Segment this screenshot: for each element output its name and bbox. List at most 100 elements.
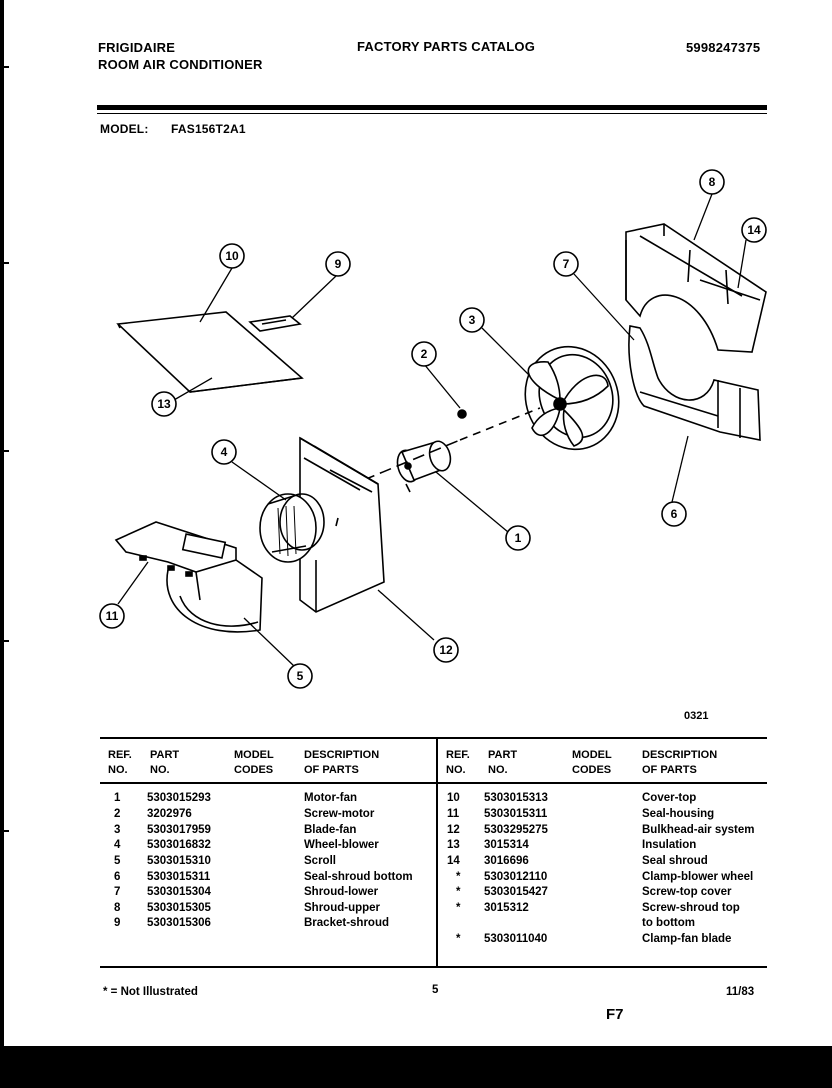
col-head-ref-left: REF.NO. <box>108 749 132 776</box>
part-description: Screw-motor <box>304 808 375 820</box>
model-label: MODEL: <box>100 122 149 136</box>
table-header-rule <box>100 782 767 784</box>
ref-no: 8 <box>114 902 121 914</box>
part-no: 5303015427 <box>484 886 548 898</box>
svg-text:12: 12 <box>439 643 453 657</box>
part-description: Motor-fan <box>304 792 358 804</box>
part-no: 5303015313 <box>484 792 548 804</box>
svg-text:11: 11 <box>106 609 119 623</box>
ref-no: * <box>456 871 461 883</box>
part-description: Shroud-upper <box>304 902 381 914</box>
part-no: 5303015293 <box>147 792 211 804</box>
svg-text:8: 8 <box>709 175 716 189</box>
part-description: Cover-top <box>642 792 697 804</box>
part-no: 5303015311 <box>147 871 211 883</box>
callout-5: 5 <box>287 663 313 689</box>
svg-text:9: 9 <box>335 257 342 271</box>
callout-10: 10 <box>219 243 245 269</box>
ref-no: 12 <box>447 824 460 836</box>
part-description: Screw-shroud top <box>642 902 740 914</box>
callout-13: 13 <box>151 391 177 417</box>
model-value: FAS156T2A1 <box>171 122 246 136</box>
svg-text:3: 3 <box>469 313 476 327</box>
ref-no: 11 <box>447 808 460 820</box>
section-code: F7 <box>606 1006 624 1023</box>
ref-no: 5 <box>114 855 121 867</box>
ref-no: 10 <box>447 792 460 804</box>
part-description: Shroud-lower <box>304 886 379 898</box>
catalog-number: 5998247375 <box>686 40 761 55</box>
screw-motor-part <box>457 409 467 419</box>
callout-1: 1 <box>505 525 531 551</box>
cover-top-part <box>116 311 304 393</box>
callout-3: 3 <box>459 307 485 333</box>
bottom-scan-edge <box>0 1046 832 1088</box>
exploded-parts-diagram: 10 9 13 2 3 7 8 14 6 4 1 11 12 5 <box>99 169 767 689</box>
part-no: 3202976 <box>147 808 192 820</box>
scroll-part <box>114 521 263 633</box>
part-no: 5303015305 <box>147 902 211 914</box>
catalog-title: FACTORY PARTS CATALOG <box>357 39 536 54</box>
callout-12: 12 <box>433 637 459 663</box>
ref-no: 13 <box>447 839 460 851</box>
part-description: Wheel-blower <box>304 839 379 851</box>
svg-text:7: 7 <box>563 257 570 271</box>
motor-fan-part <box>396 440 452 493</box>
part-no: 5303015304 <box>147 886 211 898</box>
part-no: 5303012110 <box>484 871 548 883</box>
part-no: 3015314 <box>484 839 529 851</box>
blade-fan-part <box>524 345 620 451</box>
part-no: 5303017959 <box>147 824 211 836</box>
part-no: 5303015306 <box>147 917 211 929</box>
brand-name: FRIGIDAIRE <box>98 40 176 55</box>
svg-text:6: 6 <box>671 507 678 521</box>
part-description: Clamp-blower wheel <box>642 871 754 883</box>
ref-no: * <box>456 933 461 945</box>
part-description: to bottom <box>642 917 696 929</box>
callout-bubbles: 10 9 13 2 3 7 8 14 6 4 1 11 12 5 <box>99 169 767 689</box>
header-rule-thick <box>97 105 767 110</box>
callout-8: 8 <box>699 169 725 195</box>
part-no: 3016696 <box>484 855 529 867</box>
page-number: 5 <box>432 984 439 996</box>
ref-no: 2 <box>114 808 121 820</box>
ref-no: 4 <box>114 839 121 851</box>
catalog-date: 11/83 <box>726 986 755 998</box>
ref-no: 7 <box>114 886 121 898</box>
part-description: Bracket-shroud <box>304 917 389 929</box>
ref-no: 9 <box>114 917 121 929</box>
ref-no: 6 <box>114 871 121 883</box>
svg-text:1: 1 <box>515 531 522 545</box>
svg-text:4: 4 <box>221 445 228 459</box>
product-name: ROOM AIR CONDITIONER <box>98 57 263 72</box>
bulkhead-part <box>299 436 385 613</box>
ref-no: 1 <box>114 792 121 804</box>
blower-wheel-part <box>259 493 325 563</box>
part-description: Bulkhead-air system <box>642 824 755 836</box>
callout-2: 2 <box>411 341 437 367</box>
svg-text:5: 5 <box>297 669 304 683</box>
part-no: 5303011040 <box>484 933 548 945</box>
svg-text:2: 2 <box>421 347 428 361</box>
shroud-upper-part <box>625 223 767 353</box>
part-description: Screw-top cover <box>642 886 732 898</box>
shroud-lower-part <box>628 325 761 441</box>
diagram-code: 0321 <box>684 710 709 722</box>
header-rule-thin <box>97 113 767 114</box>
callout-4: 4 <box>211 439 237 465</box>
table-top-rule <box>100 737 767 739</box>
svg-text:14: 14 <box>747 223 761 237</box>
part-description: Scroll <box>304 855 336 867</box>
callout-6: 6 <box>661 501 687 527</box>
table-bottom-rule <box>100 966 767 968</box>
part-description: Seal shroud <box>642 855 708 867</box>
ref-no: 3 <box>114 824 121 836</box>
not-illustrated-note: * = Not Illustrated <box>103 986 198 998</box>
ref-no: * <box>456 886 461 898</box>
ref-no: * <box>456 902 461 914</box>
part-no: 3015312 <box>484 902 529 914</box>
